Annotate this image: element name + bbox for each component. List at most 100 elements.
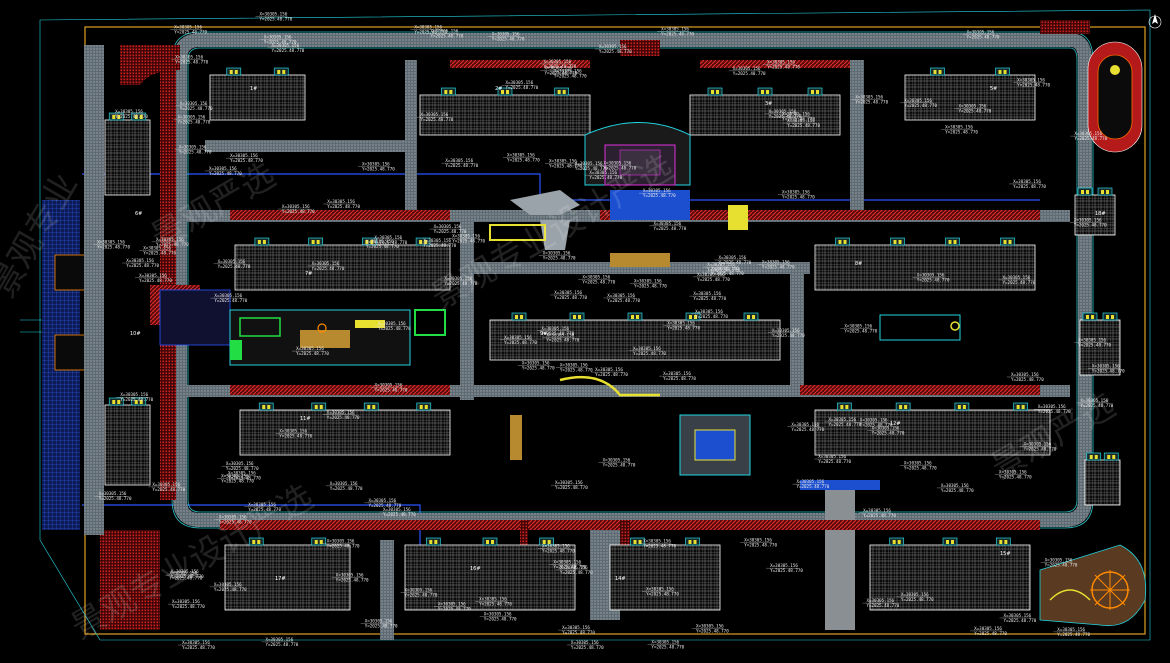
svg-text:X=30305.156: X=30305.156 — [362, 161, 390, 166]
svg-text:Y=2025.48.770: Y=2025.48.770 — [365, 623, 398, 628]
svg-text:X=30305.156: X=30305.156 — [327, 199, 355, 204]
svg-text:X=30305.156: X=30305.156 — [542, 543, 570, 548]
svg-text:X=30305.156: X=30305.156 — [405, 587, 433, 592]
svg-text:X=30305.156: X=30305.156 — [421, 112, 449, 117]
svg-text:Y=2025.48.770: Y=2025.48.770 — [214, 587, 247, 592]
svg-text:Y=2025.48.770: Y=2025.48.770 — [549, 164, 582, 169]
svg-text:Y=2025.48.770: Y=2025.48.770 — [1081, 403, 1114, 408]
svg-text:X=30305.156: X=30305.156 — [604, 160, 632, 165]
svg-text:X=30305.156: X=30305.156 — [544, 66, 572, 71]
svg-text:Y=2025.48.770: Y=2025.48.770 — [479, 602, 512, 607]
svg-text:Y=2025.48.770: Y=2025.48.770 — [767, 65, 800, 70]
svg-text:Y=2025.48.770: Y=2025.48.770 — [248, 507, 281, 512]
svg-text:X=30305.156: X=30305.156 — [643, 188, 671, 193]
svg-text:Y=2025.48.770: Y=2025.48.770 — [423, 243, 456, 248]
svg-text:Y=2025.48.770: Y=2025.48.770 — [603, 462, 636, 467]
building-tag: 8# — [855, 261, 862, 267]
svg-text:Y=2025.48.770: Y=2025.48.770 — [1074, 222, 1107, 227]
svg-text:Y=2025.48.770: Y=2025.48.770 — [97, 244, 130, 249]
svg-text:Y=2025.48.770: Y=2025.48.770 — [174, 29, 207, 34]
svg-text:X=30305.156: X=30305.156 — [945, 124, 973, 129]
building-block — [689, 87, 841, 136]
running-track-icon — [1087, 41, 1143, 153]
svg-text:Y=2025.48.770: Y=2025.48.770 — [663, 376, 696, 381]
svg-text:Y=2025.48.770: Y=2025.48.770 — [553, 565, 586, 570]
building-block — [209, 67, 306, 121]
svg-text:X=30305.156: X=30305.156 — [711, 266, 739, 271]
svg-text:Y=2025.48.770: Y=2025.48.770 — [974, 631, 1007, 636]
svg-text:X=30305.156: X=30305.156 — [99, 491, 127, 496]
svg-text:X=30305.156: X=30305.156 — [265, 637, 293, 642]
svg-text:Y=2025.48.770: Y=2025.48.770 — [260, 17, 293, 22]
svg-text:Y=2025.48.770: Y=2025.48.770 — [544, 71, 577, 76]
svg-text:Y=2025.48.770: Y=2025.48.770 — [959, 108, 992, 113]
svg-text:Y=2025.48.770: Y=2025.48.770 — [421, 117, 454, 122]
building-tag: 11# — [300, 416, 311, 422]
svg-text:Y=2025.48.770: Y=2025.48.770 — [571, 645, 604, 650]
svg-text:X=30305.156: X=30305.156 — [1013, 179, 1041, 184]
building-tag: 7# — [305, 271, 312, 277]
svg-text:X=30305.156: X=30305.156 — [484, 612, 512, 617]
svg-text:Y=2025.48.770: Y=2025.48.770 — [860, 423, 893, 428]
svg-text:Y=2025.48.770: Y=2025.48.770 — [782, 116, 815, 121]
svg-text:Y=2025.48.770: Y=2025.48.770 — [209, 171, 242, 176]
svg-text:X=30305.156: X=30305.156 — [607, 293, 635, 298]
svg-text:X=30305.156: X=30305.156 — [271, 43, 299, 48]
svg-text:Y=2025.48.770: Y=2025.48.770 — [542, 548, 575, 553]
svg-text:X=30305.156: X=30305.156 — [179, 145, 207, 150]
svg-text:Y=2025.48.770: Y=2025.48.770 — [695, 314, 728, 319]
svg-text:X=30305.156: X=30305.156 — [653, 221, 681, 226]
svg-text:Y=2025.48.770: Y=2025.48.770 — [366, 244, 399, 249]
svg-text:X=30305.156: X=30305.156 — [169, 570, 197, 575]
svg-text:Y=2025.48.770: Y=2025.48.770 — [844, 328, 877, 333]
svg-text:X=30305.156: X=30305.156 — [959, 103, 987, 108]
svg-text:Y=2025.48.770: Y=2025.48.770 — [782, 194, 815, 199]
svg-text:Y=2025.48.770: Y=2025.48.770 — [1013, 184, 1046, 189]
svg-text:Y=2025.48.770: Y=2025.48.770 — [999, 474, 1032, 479]
svg-text:Y=2025.48.770: Y=2025.48.770 — [143, 250, 176, 255]
svg-text:Y=2025.48.770: Y=2025.48.770 — [230, 158, 263, 163]
building-block — [489, 312, 781, 361]
building-block — [224, 537, 351, 611]
svg-text:Y=2025.48.770: Y=2025.48.770 — [791, 427, 824, 432]
svg-text:Y=2025.48.770: Y=2025.48.770 — [718, 260, 751, 265]
svg-text:X=30305.156: X=30305.156 — [582, 274, 610, 279]
svg-text:X=30305.156: X=30305.156 — [431, 28, 459, 33]
svg-text:X=30305.156: X=30305.156 — [1045, 557, 1073, 562]
